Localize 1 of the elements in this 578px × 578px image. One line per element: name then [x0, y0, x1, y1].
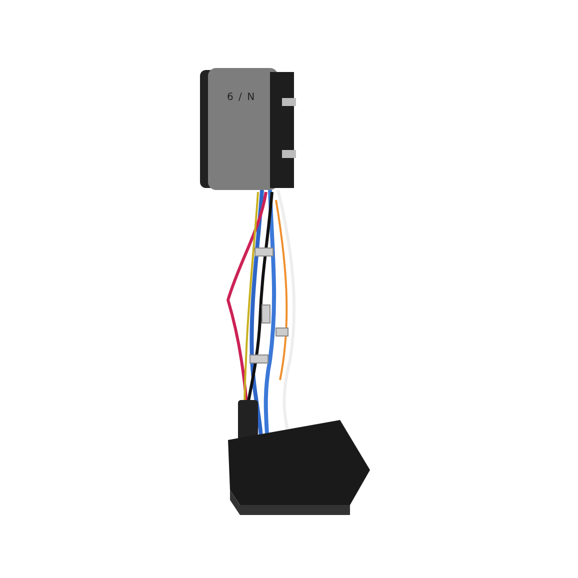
part-marking: 6 / N: [227, 92, 256, 103]
